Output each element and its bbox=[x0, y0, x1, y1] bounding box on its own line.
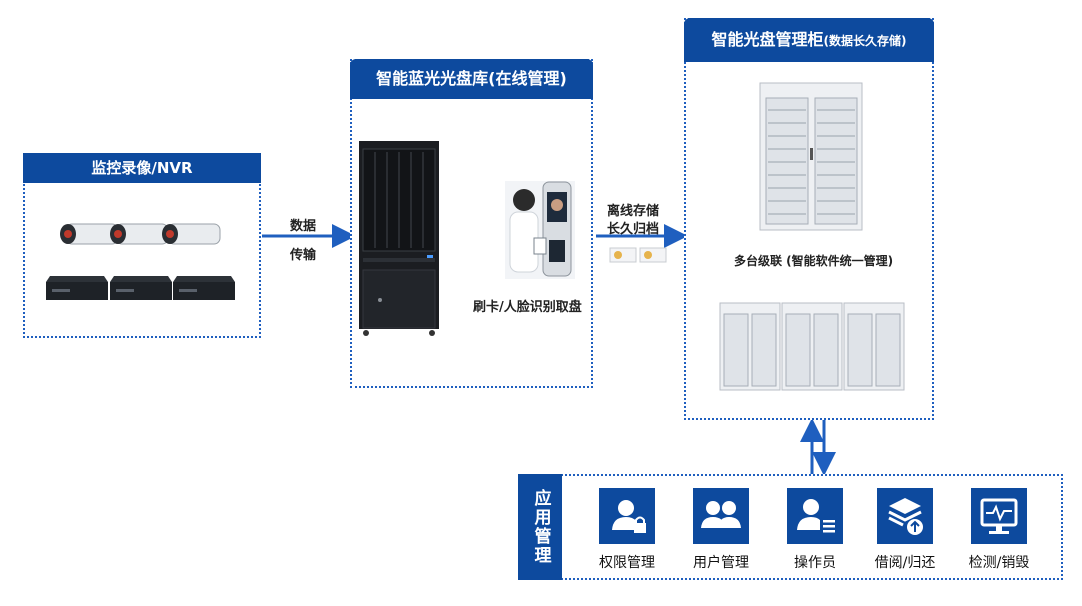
operator-icon bbox=[787, 488, 843, 544]
app-user-management[interactable]: 用户管理 bbox=[684, 488, 758, 572]
users-icon bbox=[693, 488, 749, 544]
transfer-label-2: 传输 bbox=[290, 248, 317, 263]
app-borrow-return[interactable]: 借阅/归还 bbox=[868, 488, 942, 572]
small-cabinet bbox=[843, 302, 905, 391]
face-recognition-terminal bbox=[505, 181, 575, 279]
cascade-label: 多台级联 (智能软件统一管理) bbox=[734, 254, 894, 268]
app-label: 借阅/归还 bbox=[874, 555, 936, 571]
app-label: 检测/销毁 bbox=[968, 555, 1030, 571]
library-title: 智能蓝光光盘库(在线管理) bbox=[350, 59, 593, 99]
cabinet-title-sub: (数据长久存储) bbox=[823, 34, 907, 48]
nvr-device bbox=[173, 276, 235, 300]
disc-library-device bbox=[359, 141, 439, 336]
offline-label-1: 离线存储 bbox=[607, 204, 660, 219]
small-cabinet bbox=[719, 302, 781, 391]
transfer-label-1: 数据 bbox=[290, 219, 317, 234]
apps-side-label: 应用管理 bbox=[518, 474, 562, 580]
main-cabinet bbox=[759, 82, 863, 231]
nvr-device bbox=[46, 276, 108, 300]
monitor-pulse-icon bbox=[971, 488, 1027, 544]
app-label: 操作员 bbox=[794, 555, 836, 571]
user-lock-icon bbox=[599, 488, 655, 544]
small-cabinet bbox=[781, 302, 843, 391]
app-label: 权限管理 bbox=[599, 555, 655, 571]
app-label: 用户管理 bbox=[693, 555, 749, 571]
layers-upload-icon bbox=[877, 488, 933, 544]
nvr-device bbox=[110, 276, 172, 300]
nvr-title: 监控录像/NVR bbox=[23, 153, 261, 183]
app-permission-management[interactable]: 权限管理 bbox=[590, 488, 664, 572]
cabinet-title-main: 智能光盘管理柜 bbox=[711, 30, 824, 49]
cabinet-title: 智能光盘管理柜(数据长久存储) bbox=[684, 18, 934, 62]
app-operator[interactable]: 操作员 bbox=[778, 488, 852, 572]
app-detect-destroy[interactable]: 检测/销毁 bbox=[962, 488, 1036, 572]
card-face-label: 刷卡/人脸识别取盘 bbox=[473, 300, 582, 315]
camera bbox=[162, 223, 221, 245]
offline-label-2: 长久归档 bbox=[607, 222, 660, 237]
